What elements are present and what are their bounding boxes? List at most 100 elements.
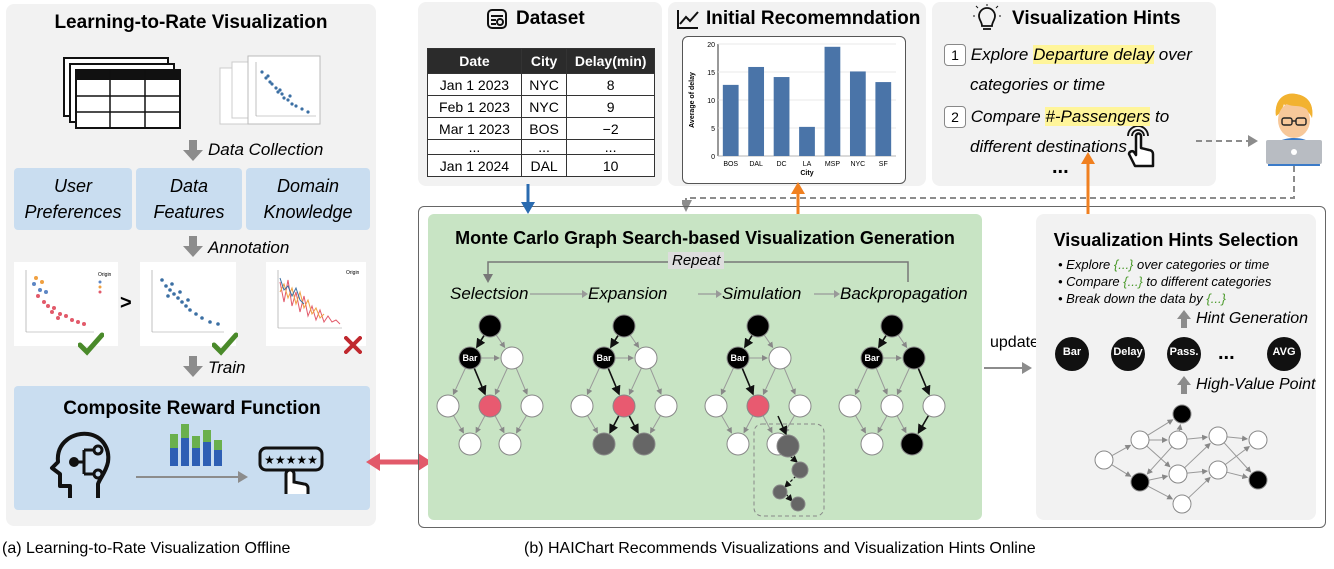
- table-cell: 9: [566, 95, 655, 118]
- graph-node: [478, 394, 502, 418]
- update-arrow-icon: [984, 362, 1032, 374]
- graph-edge: [1111, 444, 1132, 457]
- graph-node: [458, 346, 482, 370]
- selection-graph: [1094, 404, 1268, 514]
- graph-node: [746, 314, 770, 338]
- template-text: to different categories: [1142, 274, 1272, 289]
- bar: [875, 82, 892, 156]
- hint-text: categories or time: [970, 75, 1106, 94]
- bar: [773, 77, 790, 156]
- highlighted-edge: [476, 334, 486, 349]
- simulated-node: [776, 434, 800, 458]
- graph-edge: [628, 367, 642, 396]
- table-header-cell: Date: [427, 48, 522, 74]
- template-token: {...}: [1206, 291, 1226, 306]
- highlighted-edge: [741, 367, 755, 396]
- hint-field-highlight: Departure delay: [1033, 45, 1155, 64]
- graph-node: [1208, 460, 1228, 480]
- bar: [799, 126, 815, 156]
- hint-text: to: [1150, 107, 1170, 126]
- blue-down-arrow-icon: [521, 184, 535, 214]
- up-arrow-icon: [1177, 310, 1191, 328]
- graph-node: [570, 394, 594, 418]
- click-hand-icon: [1127, 126, 1155, 168]
- bar: [824, 46, 841, 156]
- graph-node: [746, 394, 770, 418]
- highlighted-edge: [785, 493, 793, 502]
- graph-node: [498, 432, 522, 456]
- table-cell: ...: [566, 139, 655, 155]
- simulated-node: [790, 496, 806, 512]
- graph-node: [1168, 430, 1188, 450]
- stage-arrows: [530, 290, 840, 298]
- visualization-hints-title: Visualization Hints: [1012, 8, 1181, 29]
- annotated-chart-mid-icon: [140, 262, 236, 346]
- table-cell: DAL: [520, 154, 568, 177]
- graph-node: [922, 394, 946, 418]
- graph-edge: [495, 334, 506, 349]
- stage-simulation: Simulation: [722, 284, 802, 303]
- right-arrow-icon: [136, 471, 248, 483]
- graph-edge: [1146, 445, 1171, 468]
- template-text: over categories or time: [1133, 257, 1270, 272]
- x-tick-label: SF: [879, 161, 888, 168]
- svg-text:Origin: Origin: [98, 272, 112, 278]
- graph-edge: [762, 415, 773, 434]
- y-axis-label: Average of delay: [689, 72, 696, 128]
- node-label: Bar: [596, 353, 612, 363]
- graph-edge: [452, 367, 466, 396]
- graph-edge: [586, 367, 600, 396]
- graph-node: [592, 432, 616, 456]
- graph-edge: [1186, 468, 1209, 475]
- template-token: {...}: [1123, 274, 1143, 289]
- graph-edge: [494, 367, 508, 396]
- bar: [748, 66, 765, 156]
- table-cell: NYC: [520, 95, 568, 118]
- graph-edge: [762, 367, 776, 396]
- graph-edge: [763, 334, 774, 349]
- graph-edge: [1148, 474, 1169, 481]
- data-collection-label: Data Collection: [208, 140, 324, 159]
- list-item: • Compare {...} to different categories: [1058, 274, 1272, 289]
- bar: [849, 71, 866, 156]
- graph-node: [726, 432, 750, 456]
- template-text: Break down the data by: [1066, 291, 1207, 306]
- graph-edge: [650, 415, 661, 434]
- bar-chart-frame: [682, 36, 906, 184]
- initial-recommendation-title: Initial Recomemndation: [706, 8, 921, 29]
- graph-edge: [649, 367, 662, 395]
- highlighted-edge: [607, 367, 621, 396]
- down-arrow-icon: [183, 140, 203, 161]
- graph-node: [634, 346, 658, 370]
- line-chart-icon: [677, 10, 699, 29]
- y-tick-label: 15: [707, 70, 715, 77]
- y-tick-label: 10: [707, 98, 715, 105]
- hint-text: different destinations: [970, 137, 1127, 156]
- graph-edge: [854, 367, 868, 396]
- node-label: Bar: [864, 353, 880, 363]
- box-label: Domain: [276, 176, 339, 196]
- table-header-row: Date City Delay(min): [427, 48, 655, 74]
- table-cell: 10: [566, 154, 655, 177]
- scatter-plots-icon: [219, 55, 321, 125]
- graph-edge: [897, 334, 908, 349]
- hint-item: 1 Explore Departure delay over categorie…: [944, 40, 1214, 100]
- graph-node: [900, 432, 924, 456]
- node-label: Bar: [730, 353, 746, 363]
- hint-field-highlight: #-Passengers: [1045, 107, 1151, 126]
- annotated-chart-good-icon: Origin: [14, 262, 118, 346]
- simulated-node: [772, 484, 788, 500]
- down-arrow-icon: [183, 356, 203, 377]
- hint-item[interactable]: 2 Compare #-Passengers to different dest…: [944, 102, 1214, 162]
- lightbulb-icon: [973, 4, 1001, 30]
- up-arrow-icon: [1177, 376, 1191, 394]
- highlighted-edge: [784, 475, 797, 488]
- graph-edge: [1111, 464, 1132, 477]
- graph-edge: [475, 415, 486, 434]
